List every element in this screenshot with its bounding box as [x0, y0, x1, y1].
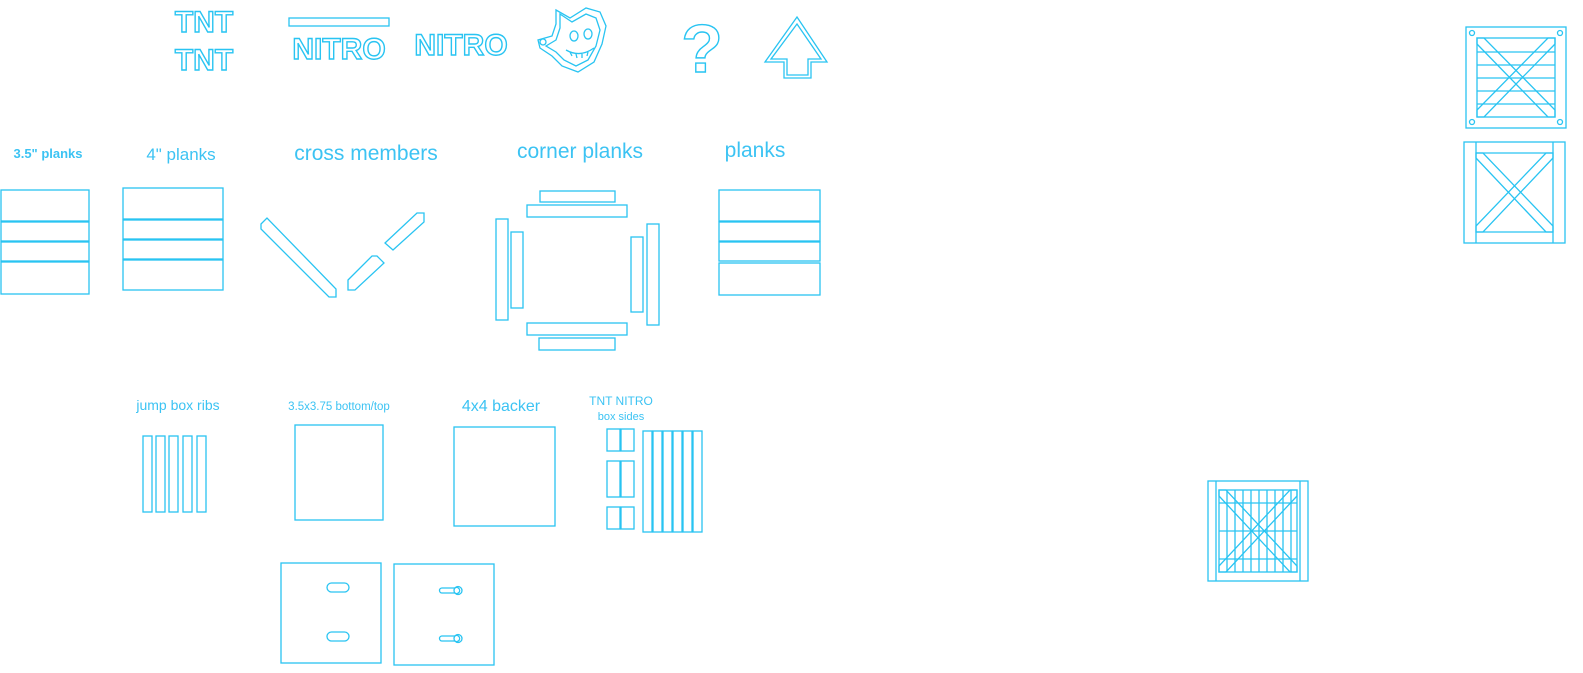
corner-planks-group: [495, 190, 660, 351]
label-4x4-backer: 4x4 backer: [462, 398, 541, 415]
label-cross-members: cross members: [294, 142, 438, 165]
up-arrow-icon: [763, 15, 829, 79]
nitro-logo-icon: NITRO: [414, 28, 509, 62]
label-corner-planks: corner planks: [517, 140, 643, 163]
tnt-nitro-box-sides-group: [606, 428, 703, 533]
tnt-logo-line2: TNT: [175, 44, 233, 77]
label-tnt-nitro-line2: box sides: [598, 411, 645, 423]
svg-text:?: ?: [681, 11, 723, 87]
slotted-panel-left: [280, 562, 382, 664]
crash-bandicoot-face-icon: [537, 7, 607, 73]
label-bottom-top: 3.5x3.75 bottom/top: [288, 401, 390, 413]
crate-assembled: [1207, 480, 1309, 582]
label-tnt-nitro-line1: TNT NITRO: [589, 394, 653, 408]
planks-4-group: [122, 187, 224, 291]
planks-group: [718, 189, 821, 296]
crate-face-bolted: [1465, 26, 1567, 129]
planks-3-5-group: [0, 189, 90, 295]
jump-box-ribs-group: [142, 435, 207, 513]
keyhole-panel-right: [393, 563, 495, 666]
tnt-logo-icon: TNT TNT: [174, 5, 234, 77]
label-4-planks: 4" planks: [146, 145, 215, 164]
tnt-logo-line1: TNT: [175, 6, 233, 39]
svg-text:NITRO: NITRO: [414, 29, 507, 62]
svg-text:NITRO: NITRO: [292, 33, 385, 66]
label-jump-box-ribs: jump box ribs: [135, 397, 219, 413]
backer-panel: [453, 426, 556, 527]
question-mark-icon: ?: [681, 10, 724, 87]
nitro-framed-logo-icon: NITRO: [288, 17, 390, 67]
label-planks: planks: [725, 139, 786, 162]
cross-members-group: [260, 212, 425, 298]
crate-face: [1463, 141, 1566, 244]
label-3-5-planks: 3.5" planks: [13, 146, 82, 161]
bottom-top-panel: [294, 424, 384, 521]
